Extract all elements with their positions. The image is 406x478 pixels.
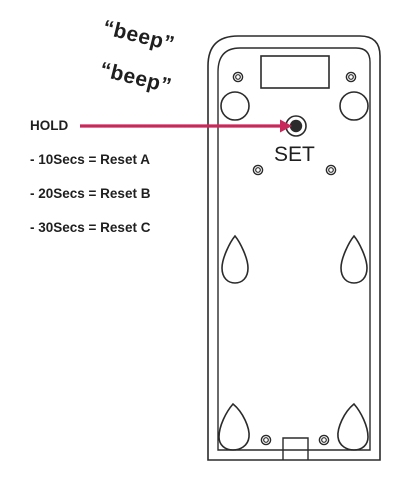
screw-top-left <box>232 71 244 83</box>
right-bottom-slot <box>337 402 369 451</box>
screw-middle-left <box>252 164 264 176</box>
left-keyhole-slot <box>221 234 249 284</box>
screw-bottom-left <box>260 434 272 446</box>
left-round-cutout <box>220 91 250 121</box>
right-keyhole-slot <box>340 234 368 284</box>
hold-label: HOLD <box>30 118 69 133</box>
screw-bottom-right <box>318 434 330 446</box>
screw-middle-right <box>325 164 337 176</box>
screw-top-right <box>345 71 357 83</box>
reset-step-20secs: - 20Secs = Reset B <box>30 186 151 201</box>
reset-step-10secs: - 10Secs = Reset A <box>30 152 150 167</box>
device-outer-outline <box>207 35 381 461</box>
device-inner-outline <box>217 47 371 451</box>
hold-arrow <box>80 119 292 133</box>
reset-step-30secs: - 30Secs = Reset C <box>30 220 151 235</box>
left-bottom-slot <box>218 402 250 451</box>
right-round-cutout <box>339 91 369 121</box>
set-button-label: SET <box>274 143 315 166</box>
bottom-notch <box>282 437 309 460</box>
top-window <box>260 55 330 89</box>
